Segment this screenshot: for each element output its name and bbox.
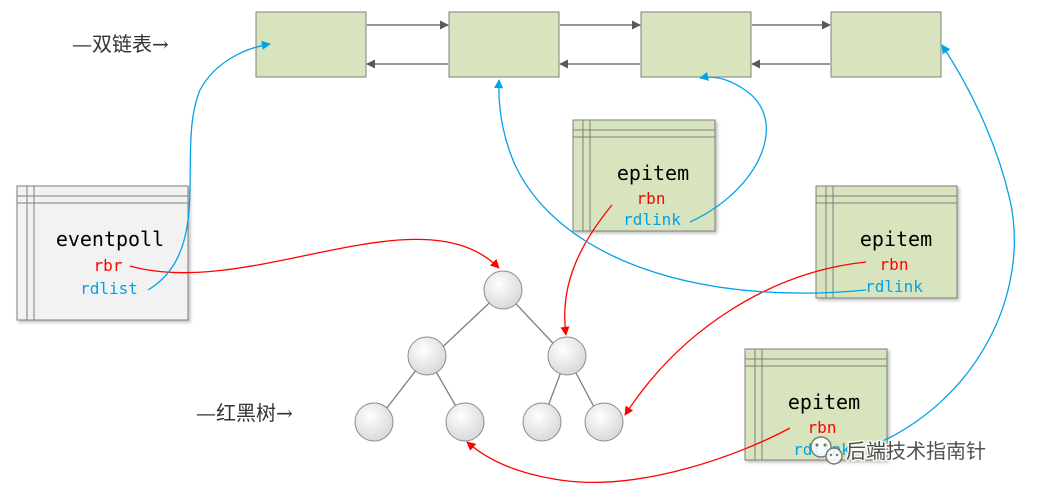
epitem-3-rdlink-to-list-pointer [871,44,1015,447]
rb-tree-label: —红黑树→ [196,401,293,425]
epitem-2-rdlink-field: rdlink [865,277,923,296]
epitem-3-rbn-field: rbn [808,418,837,437]
epitem-1-rbn-field: rbn [637,189,666,208]
list-node-3 [640,11,752,78]
epitem-1-rbn-to-tree-pointer [560,204,613,336]
rb-tree-nodes [354,270,624,442]
epitem-3-rbn-to-tree-pointer [466,427,791,483]
rb-tree-leaf-node [584,402,624,442]
eventpoll-rbr-field: rbr [94,256,123,275]
rb-tree-node [407,336,447,376]
watermark-text: 后端技术指南针 [846,439,986,463]
rb-tree-leaf-node [445,402,485,442]
rdlist-to-list-head-pointer [147,40,271,291]
rb-tree-leaf-node [354,402,394,442]
epitem-2-rbn-field: rbn [880,255,909,274]
epitem-struct-2 [815,185,958,299]
rbr-to-tree-root-pointer [129,238,500,274]
epitem-1-rdlink-to-list-pointer [689,71,767,223]
watermark: 后端技术指南针 [810,436,988,465]
eventpoll-struct [16,185,189,321]
double-list-label: —双链表→ [72,32,169,56]
double-list [255,11,942,78]
epitem-struct-1 [572,119,716,232]
eventpoll-rdlist-field: rdlist [80,279,138,298]
eventpoll-title: eventpoll [56,227,164,251]
rb-tree-leaf-node [522,402,562,442]
list-node-4 [830,11,942,78]
list-node-2 [448,11,560,78]
list-node-1 [255,11,367,78]
epitem-3-title: epitem [788,390,860,414]
rb-tree-root-node [483,270,523,310]
wechat-icon [810,436,843,465]
epitem-1-title: epitem [617,161,689,185]
epitem-2-rdlink-to-list-pointer [494,79,867,294]
epitem-1-rdlink-field: rdlink [623,210,681,229]
rb-tree-node [547,336,587,376]
epitem-2-rbn-to-tree-pointer [624,261,867,416]
epitem-2-title: epitem [860,227,932,251]
